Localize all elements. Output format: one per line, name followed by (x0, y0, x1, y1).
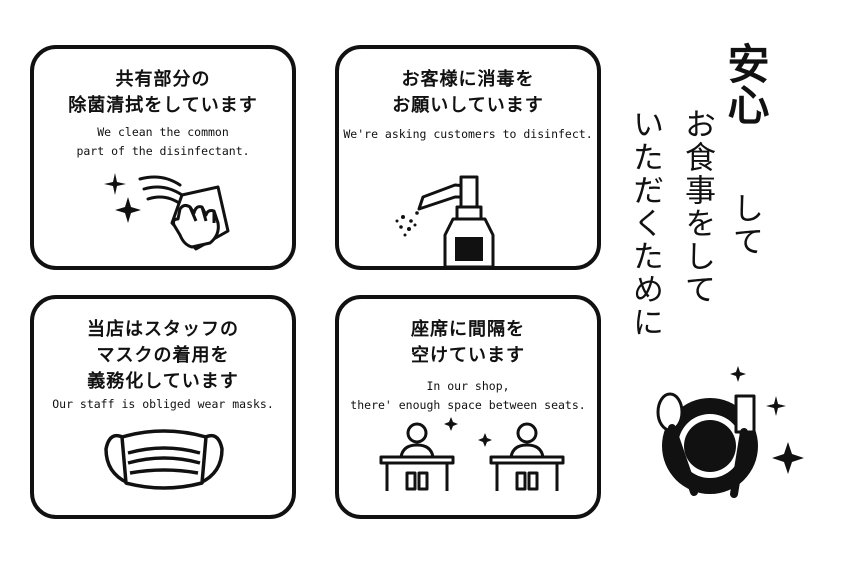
card-seating-en-line-2: there' enough space between seats. (350, 398, 586, 412)
card-masks-en-line-1: Our staff is obliged wear masks. (52, 397, 274, 411)
card-masks: 当店はスタッフの マスクの着用を 義務化しています Our staff is o… (30, 295, 296, 519)
card-disinfect-jp-line-1: お客様に消毒を (401, 69, 535, 90)
spaced-seats-icon (379, 417, 565, 491)
headline-oshokuji: お食事をして (679, 108, 715, 306)
cleaning-hand-icon (104, 173, 230, 251)
card-seating: 座席に間隔を 空けています In our shop, there' enough… (335, 295, 601, 519)
card-cleaning: 共有部分の 除菌清拭をしています We clean the common par… (30, 45, 296, 270)
card-disinfect-en-line-1: We're asking customers to disinfect. (343, 127, 593, 141)
headline-shite: して (727, 192, 763, 258)
card-masks-jp-line-3: 義務化しています (87, 371, 239, 392)
card-cleaning-jp-line-2: 除菌清拭をしています (68, 95, 258, 116)
headline-itadaku: いただくために (627, 108, 663, 339)
card-cleaning-en-line-2: part of the disinfectant. (76, 144, 250, 158)
card-disinfect: お客様に消毒を お願いしています We're asking customers … (335, 45, 601, 270)
headline-anshin: 安心 (721, 42, 770, 124)
card-masks-jp-line-2: マスクの着用を (96, 345, 230, 366)
card-cleaning-jp-line-1: 共有部分の (115, 69, 211, 90)
card-seating-en-line-1: In our shop, (426, 379, 510, 393)
card-cleaning-en-line-1: We clean the common (97, 125, 229, 139)
dish-and-cutlery-icon (656, 366, 804, 498)
face-mask-icon (104, 429, 224, 490)
card-disinfect-jp-line-2: お願いしています (392, 95, 544, 116)
card-seating-jp-line-1: 座席に間隔を (411, 319, 525, 340)
card-masks-jp-line-1: 当店はスタッフの (87, 319, 239, 340)
spray-bottle-icon (395, 175, 495, 269)
card-seating-jp-line-2: 空けています (411, 345, 525, 366)
